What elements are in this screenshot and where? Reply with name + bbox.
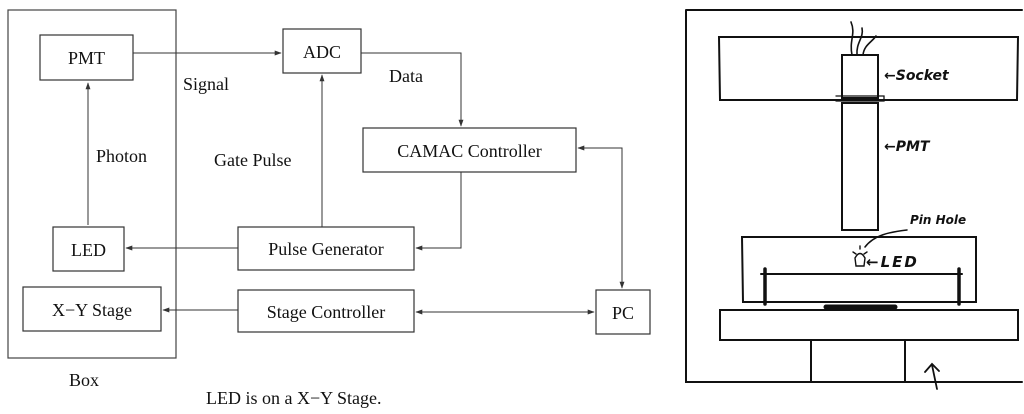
adc-label: ADC — [303, 42, 341, 62]
pmt-annotation: ←PMT — [884, 139, 931, 155]
pmt-block — [39, 34, 134, 81]
pc-label: PC — [612, 303, 634, 323]
stage-controller-block — [237, 289, 415, 333]
led-annotation: ←LED — [866, 253, 919, 271]
stage-controller-label: Stage Controller — [267, 302, 385, 322]
xy-stage-label: X−Y Stage — [52, 300, 132, 320]
arrow-camac-pc — [577, 145, 625, 289]
pmt-label: PMT — [68, 48, 105, 68]
pulse-generator-label: Pulse Generator — [268, 239, 383, 259]
top-shelf — [717, 36, 1020, 101]
pin-hole-annotation: Pin Hole — [910, 213, 966, 227]
camac-controller-block — [362, 127, 577, 173]
box-enclosure — [7, 9, 177, 359]
caption: LED is on a X−Y Stage. — [206, 388, 381, 408]
holder-block — [740, 236, 977, 303]
camac-controller-label: CAMAC Controller — [397, 141, 542, 161]
led-glyph — [852, 245, 868, 267]
block-diagram: PMT ADC CAMAC Controller LED Pulse Gener… — [7, 9, 651, 408]
photon-label: Photon — [96, 146, 147, 166]
holder-posts — [763, 267, 961, 306]
arrow-adc-to-camac — [361, 52, 464, 127]
socket-cables — [850, 21, 877, 56]
bottom-arrow — [924, 362, 940, 390]
socket — [841, 54, 879, 99]
base-plate — [719, 309, 1019, 341]
led-label: LED — [71, 240, 106, 260]
pmt-tube — [841, 102, 879, 231]
gate-pulse-label: Gate Pulse — [214, 150, 291, 170]
arrow-camac-to-pulse — [415, 172, 462, 251]
data-label: Data — [389, 66, 423, 86]
adc-block — [282, 28, 362, 74]
pin-hole-pointer — [864, 229, 908, 248]
socket-annotation: ←Socket — [884, 68, 950, 84]
sketch-frame — [685, 9, 1023, 383]
setup-sketch — [685, 9, 1023, 390]
box-label: Box — [69, 370, 99, 390]
socket-mount — [835, 95, 885, 102]
led-block — [52, 226, 125, 272]
signal-label: Signal — [183, 74, 229, 94]
stand — [810, 339, 906, 383]
pc-block — [595, 289, 651, 335]
xy-stage-block — [22, 286, 162, 332]
